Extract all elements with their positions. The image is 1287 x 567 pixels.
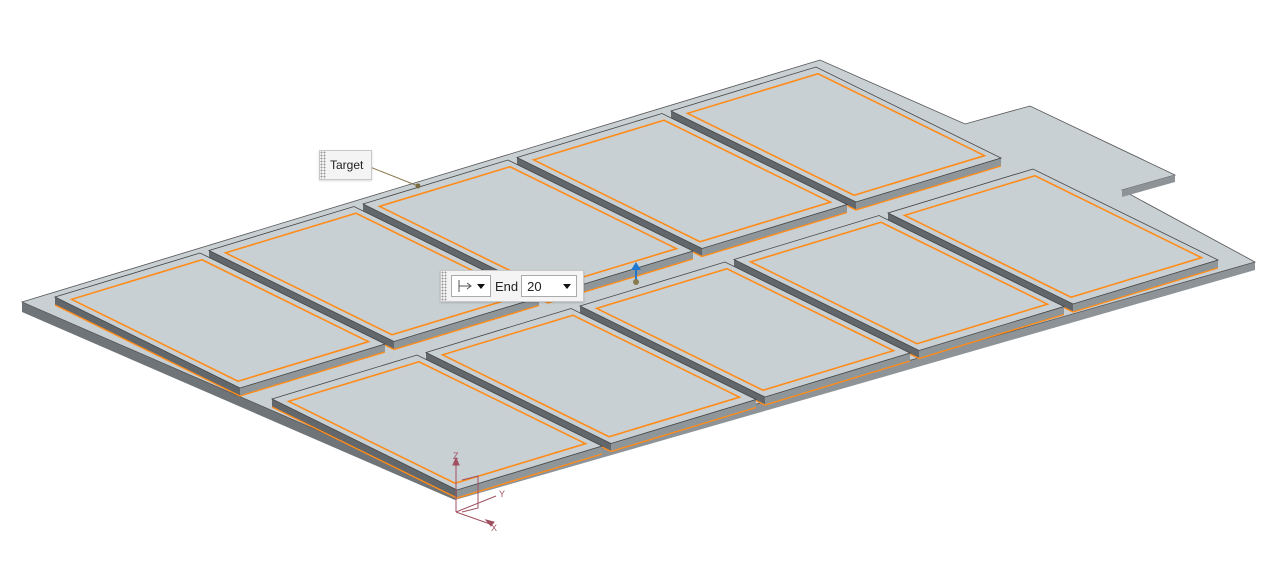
- target-label-text: Target: [330, 158, 364, 172]
- grip-handle[interactable]: [441, 271, 447, 301]
- plate-side-right: [455, 262, 1255, 500]
- pad-top-3: [515, 113, 849, 249]
- tab-side: [1122, 175, 1175, 197]
- axis-triad: Z Y X: [452, 451, 505, 533]
- pad-base-edge: [54, 304, 386, 397]
- axis-x-label: X: [491, 523, 497, 533]
- pad-side: [272, 399, 457, 498]
- pad-edge-outline: [286, 360, 588, 485]
- pad-edge-outline: [440, 314, 742, 438]
- pad-top-0: [53, 252, 387, 389]
- pad-edge-outline: [69, 258, 371, 383]
- chevron-down-icon: [563, 283, 572, 289]
- grip-handle[interactable]: [320, 151, 326, 179]
- pad-top-8: [732, 215, 1066, 351]
- pad-side: [457, 446, 602, 498]
- pad-side: [55, 297, 240, 396]
- pad-edge-outline: [377, 165, 679, 290]
- pad-side: [394, 297, 539, 350]
- pad-side: [702, 204, 847, 257]
- pad-top-6: [424, 308, 758, 444]
- pad-side: [580, 306, 765, 405]
- pad-edge-outline: [902, 174, 1204, 299]
- pad-side: [765, 353, 910, 405]
- pad-top-5: [270, 354, 604, 491]
- pad-side: [611, 399, 756, 452]
- pad-edge-outline: [594, 267, 896, 392]
- drag-handle-arrow-icon[interactable]: [631, 262, 641, 285]
- plate-side-left: [22, 302, 455, 500]
- pad-top-4: [669, 66, 1003, 203]
- pad-side: [517, 157, 702, 257]
- pad-side: [888, 213, 1073, 312]
- pad-side: [548, 251, 693, 303]
- pad-side: [734, 259, 919, 359]
- pad-edge-outline: [685, 72, 987, 197]
- pad-top-2: [361, 159, 695, 296]
- pad-top-7: [578, 261, 912, 398]
- target-annotation[interactable]: Target: [319, 150, 373, 180]
- pads-group: [53, 66, 1220, 499]
- axis-y-label: Y: [499, 489, 505, 499]
- end-label: End: [495, 278, 519, 294]
- pad-edge-outline: [748, 221, 1050, 345]
- chevron-down-icon: [477, 283, 485, 289]
- pad-top-9: [886, 168, 1220, 305]
- end-value-dropdown[interactable]: 20: [521, 275, 578, 297]
- pad-side: [240, 344, 385, 396]
- arrow-from-bar-icon: [458, 280, 472, 292]
- pad-side: [426, 352, 611, 452]
- pad-side: [209, 250, 394, 350]
- target-leader: [364, 164, 421, 189]
- pad-side: [919, 306, 1064, 359]
- pad-side: [856, 158, 1001, 210]
- end-value: 20: [527, 278, 542, 294]
- pad-edge-outline: [531, 119, 833, 243]
- axis-z-label: Z: [453, 451, 459, 461]
- pad-side: [1073, 260, 1218, 312]
- direction-dropdown[interactable]: [451, 275, 491, 297]
- pad-base-edge: [271, 406, 603, 499]
- pad-side: [671, 111, 856, 210]
- dimension-toolbar: End 20: [440, 270, 585, 302]
